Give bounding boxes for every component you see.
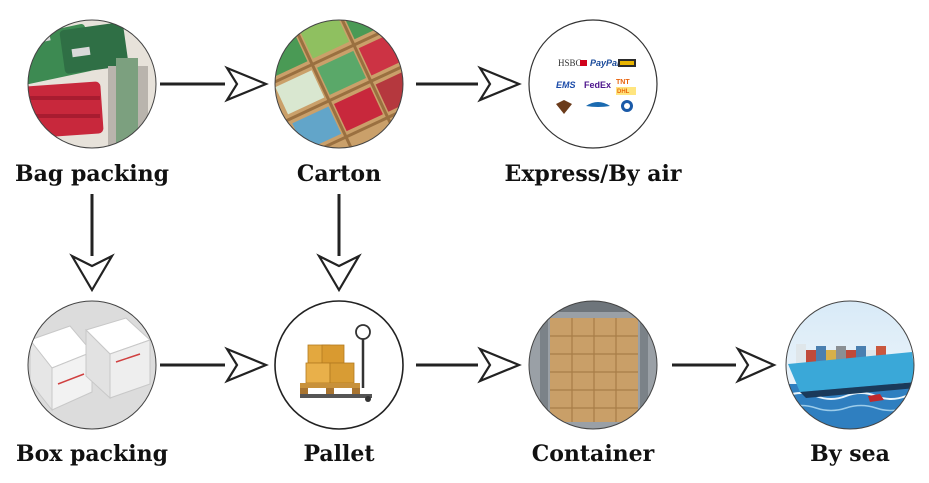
arrow-carton-to-pallet — [316, 194, 362, 293]
white-boxes-photo-icon — [28, 301, 156, 429]
arrow-bag-to-carton — [160, 65, 269, 103]
arrow-container-to-sea — [672, 346, 777, 384]
arrow-pallet-to-container — [416, 346, 522, 384]
express-node: HSBC PayPal EMS FedEx TNT DHL — [528, 19, 658, 149]
arrow-box-to-pallet — [160, 346, 269, 384]
bags-photo-icon — [28, 20, 156, 148]
container-node — [528, 300, 658, 430]
express-label: Express/By air — [504, 161, 682, 187]
arrow-carton-to-express — [416, 65, 522, 103]
logo-ems: EMS — [556, 80, 576, 90]
logo-fedex: FedEx — [584, 80, 611, 90]
container-ship-photo-icon — [786, 301, 914, 429]
carton-node — [274, 19, 404, 149]
by-sea-label: By sea — [810, 441, 890, 467]
logo-paypal: PayPal — [590, 58, 620, 68]
logo-tnt: TNT — [616, 79, 630, 86]
pallet-label: Pallet — [303, 441, 375, 467]
box-packing-label: Box packing — [15, 441, 169, 467]
carrier-logos-icon: HSBC PayPal EMS FedEx TNT DHL — [556, 58, 636, 114]
logo-hsbc: HSBC — [558, 58, 582, 68]
pallet-node — [274, 300, 404, 430]
container-photo-icon — [529, 301, 657, 429]
bag-packing-node — [27, 19, 157, 149]
bag-packing-label: Bag packing — [15, 161, 169, 187]
arrow-bag-to-box — [69, 194, 115, 293]
cartons-photo-icon — [275, 20, 403, 148]
by-sea-node — [785, 300, 915, 430]
carton-label: Carton — [296, 161, 382, 187]
box-packing-node — [27, 300, 157, 430]
container-label: Container — [531, 441, 655, 467]
pallet-jack-with-boxes-icon — [300, 324, 372, 402]
